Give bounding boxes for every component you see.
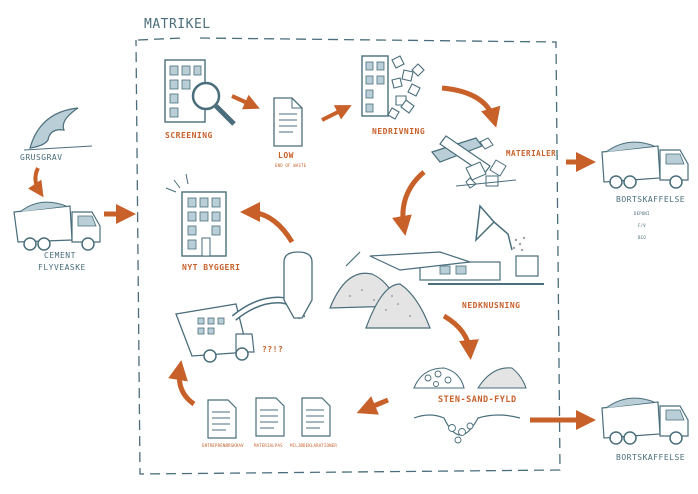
disposal-truck-bottom-icon xyxy=(601,397,689,445)
screening-building-icon xyxy=(164,59,236,126)
document-icons xyxy=(207,397,331,439)
document-icon-3 xyxy=(301,397,331,437)
label-grusgrav: GRUSGRAV xyxy=(20,153,63,162)
label-screening: SCREENING xyxy=(165,131,213,140)
label-low: LOW xyxy=(278,151,294,160)
arrow-crushing-to-aggregate xyxy=(442,313,479,360)
new-building-icon xyxy=(165,173,227,257)
crushed-piles-icon xyxy=(329,272,431,329)
label-nedrivning: NEDRIVNING xyxy=(372,127,426,136)
cement-truck-icon xyxy=(13,201,101,251)
label-materialer: MATERIALER xyxy=(506,149,557,158)
label-nyt-byggeri: NYT BYGGERI xyxy=(182,263,241,272)
property-boundary xyxy=(135,37,561,475)
disposal-item-1: DEPONI xyxy=(634,211,650,216)
low-document-icon xyxy=(273,97,303,147)
arrow-documents-to-truck xyxy=(168,360,196,407)
crusher-machine-icon xyxy=(345,204,544,285)
disposal-truck-top-icon xyxy=(601,141,689,189)
concrete-truck-silo-icon xyxy=(175,251,313,363)
disposal-item-2: F/V xyxy=(638,223,646,228)
arrow-demolition-to-materials xyxy=(441,85,501,128)
arrow-screening-to-low xyxy=(231,94,260,110)
arrow-aggregate-to-documents xyxy=(356,396,389,415)
arrow-low-to-demolition xyxy=(321,105,352,122)
disposal-item-3: BIO xyxy=(638,235,646,240)
demolition-building-icon xyxy=(361,55,425,120)
label-cement: CEMENT xyxy=(44,251,76,260)
aggregate-piles-icon xyxy=(413,367,527,444)
gravel-pit-icon xyxy=(23,107,93,151)
label-document-2: MATERIALPAS xyxy=(254,443,283,448)
document-icon-2 xyxy=(255,397,285,437)
label-bortskaffelse-bottom: BORTSKAFFELSE xyxy=(616,453,686,462)
document-icon-1 xyxy=(207,399,237,439)
label-flyveaske: FLYVEASKE xyxy=(38,263,86,272)
arrow-gravel-to-truck xyxy=(28,167,44,198)
label-bortskaffelse-top: BORTSKAFFELSE xyxy=(616,195,686,204)
label-document-3: MILJØDEKLARATIONER xyxy=(290,443,337,448)
label-low-sub: END OF WASTE xyxy=(275,163,307,168)
diagram-title: MATRIKEL xyxy=(144,17,211,32)
arrow-materials-to-crushing xyxy=(392,170,426,236)
label-unknown: ??!? xyxy=(262,345,284,354)
materials-pile-icon xyxy=(430,135,517,189)
arrow-silo-to-building xyxy=(240,202,295,244)
label-nedknusning: NEDKNUSNING xyxy=(462,301,521,310)
label-document-1: ENTREPRENØRSKRAV xyxy=(202,443,244,448)
label-sten-sand-fyld: STEN-SAND-FYLD xyxy=(438,395,517,405)
